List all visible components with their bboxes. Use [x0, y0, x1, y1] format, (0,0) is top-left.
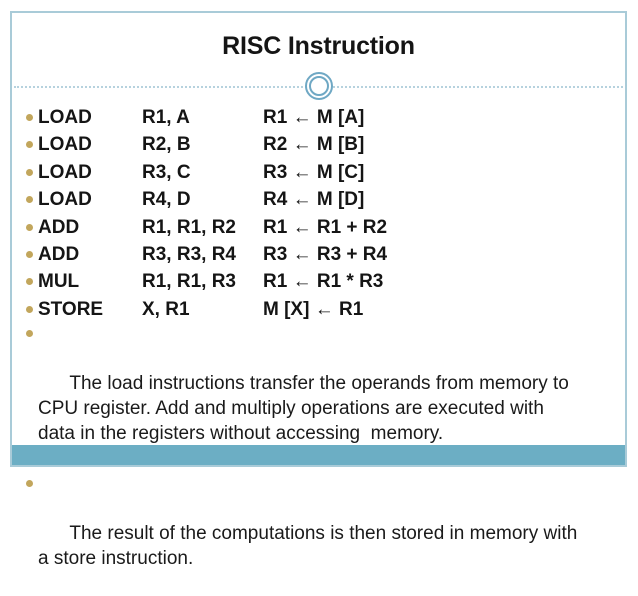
instruction-opcode: LOAD [38, 189, 92, 211]
instruction-opcode: LOAD [38, 161, 92, 183]
instruction-operands: X, R1 [142, 298, 190, 320]
instruction-list: LOAD R1, A R1 ← M [A] LOAD R2, B R2 ← M … [12, 104, 625, 323]
divider-circle-icon [304, 72, 333, 100]
slide: RISC Instruction LOAD R1, A R1 ← M [A] L… [10, 11, 627, 569]
instruction-effect: R4 ← M [D] [263, 189, 365, 211]
instruction-row: LOAD R2, B R2 ← M [B] [12, 131, 625, 158]
instruction-effect: R3 ← M [C] [263, 161, 365, 183]
instruction-effect: R1 ← R1 + R2 [263, 216, 388, 238]
bullet-icon [26, 168, 33, 176]
instruction-operands: R1, R1, R2 [142, 216, 236, 238]
instruction-operands: R2, B [142, 134, 191, 156]
note-text: The result of the computations is then s… [38, 523, 578, 569]
divider-circle-inner-ring [308, 76, 329, 96]
instruction-opcode: ADD [38, 216, 80, 238]
instruction-row: ADD R3, R3, R4 R3 ← R3 + R4 [12, 241, 625, 268]
instruction-row: LOAD R4, D R4 ← M [D] [12, 186, 625, 213]
note-paragraph: The result of the computations is then s… [12, 471, 625, 596]
instruction-opcode: ADD [38, 243, 80, 265]
instruction-opcode: MUL [38, 271, 80, 293]
instruction-effect: R2 ← M [B] [263, 134, 365, 156]
bullet-icon [26, 305, 33, 313]
note-paragraph: The load instructions transfer the opera… [12, 321, 625, 471]
instruction-opcode: LOAD [38, 107, 92, 128]
instruction-effect: R1 ← M [A] [263, 107, 365, 128]
bullet-icon [26, 278, 33, 286]
instruction-effect: M [X] ← R1 [263, 298, 364, 320]
instruction-row: MUL R1, R1, R3 R1 ← R1 * R3 [12, 268, 625, 295]
bullet-icon [26, 114, 33, 121]
instruction-operands: R3, R3, R4 [142, 243, 236, 265]
note-text: The load instructions transfer the opera… [38, 373, 569, 444]
instruction-opcode: LOAD [38, 134, 92, 156]
instruction-opcode: STORE [38, 298, 104, 320]
bullet-icon [26, 196, 33, 204]
instruction-row: LOAD R1, A R1 ← M [A] [12, 104, 625, 131]
slide-title: RISC Instruction [222, 32, 415, 60]
bullet-icon [26, 480, 33, 487]
instruction-operands: R1, A [142, 107, 190, 128]
instruction-effect: R1 ← R1 * R3 [263, 271, 384, 293]
instruction-operands: R3, C [142, 161, 191, 183]
bottom-accent-bar [12, 445, 625, 465]
instruction-row: STORE X, R1 M [X] ← R1 [12, 296, 625, 323]
instruction-effect: R3 ← R3 + R4 [263, 243, 388, 265]
bullet-icon [26, 330, 33, 337]
bullet-icon [26, 223, 33, 231]
instruction-operands: R1, R1, R3 [142, 271, 236, 293]
instruction-row: ADD R1, R1, R2 R1 ← R1 + R2 [12, 214, 625, 241]
bullet-icon [26, 250, 33, 258]
bullet-icon [26, 141, 33, 149]
instruction-row: LOAD R3, C R3 ← M [C] [12, 159, 625, 186]
instruction-operands: R4, D [142, 189, 191, 211]
